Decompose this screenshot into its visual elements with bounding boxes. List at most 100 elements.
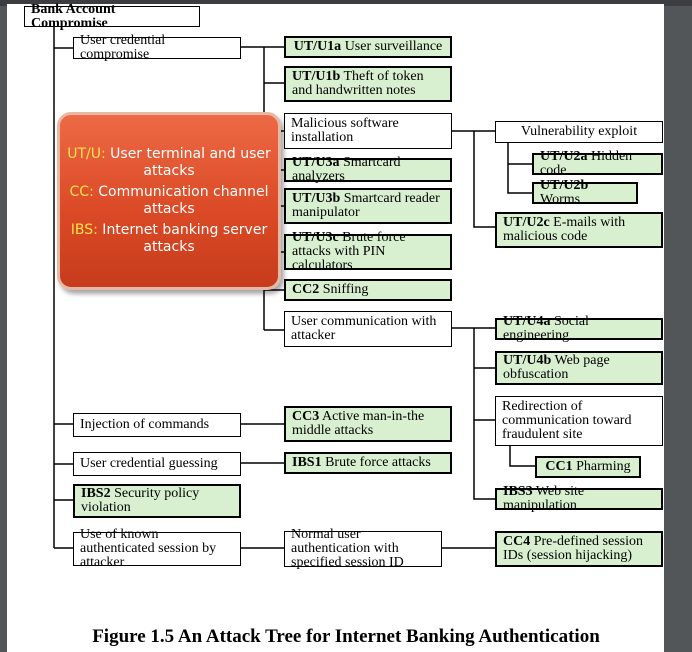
legend-entry-cc: CC: Communication channel attacks [60,184,278,218]
node-code: UT/U3b [292,191,341,206]
node-text: Social engineering [503,314,589,343]
node-ut-u4b: UT/U4b Web page obfuscation [495,351,663,385]
node-code: UT/U2a [540,149,588,164]
node-label: CC3 Active man-in-the middle attacks [292,410,444,438]
node-injection: Injection of commands [73,413,241,437]
legend-text: Internet banking server attacks [97,222,268,255]
legend-abbr: IBS: [70,222,98,238]
node-label: UT/U3a Smartcard analyzers [292,156,444,184]
node-cred-guessing: User credential guessing [73,452,241,476]
node-code: UT/U4a [503,314,551,329]
viewer-toolbar-strip [0,0,692,6]
node-text: Theft of token and handwritten notes [292,69,424,98]
node-code: UT/U2b [540,178,589,193]
legend-entry-ut: UT/U: User terminal and user attacks [60,146,278,180]
node-normal-auth: Normal user authentication with specifie… [284,527,442,570]
node-text: Web site manipulation [503,484,585,513]
node-text: Web page obfuscation [503,353,610,382]
node-ibs2: IBS2 Security policy violation [73,484,241,518]
node-text: User surveillance [341,39,443,54]
legend-text: Communication channel attacks [93,184,269,217]
node-text: Brute force attacks [321,455,431,470]
node-cc2: CC2 Sniffing [284,279,452,301]
node-label: IBS2 Security policy violation [81,487,233,515]
node-cc3: CC3 Active man-in-the middle attacks [284,406,452,442]
legend-text: User terminal and user attacks [105,146,271,179]
node-text: Active man-in-the middle attacks [292,409,425,438]
node-text: Sniffing [319,282,369,297]
node-cc4: CC4 Pre-defined session IDs (session hij… [495,531,663,567]
node-label: UT/U2b Worms [540,179,630,207]
node-label: User credential guessing [80,456,218,471]
figure-caption: Figure 1.5 An Attack Tree for Internet B… [92,626,600,647]
node-code: UT/U1b [292,69,341,84]
node-text: Brute force attacks with PIN calculators [292,230,406,273]
legend-abbr: CC: [69,184,94,200]
legend-abbr: UT/U: [67,146,106,162]
node-code: CC4 [503,534,531,549]
node-known-session: Use of known authenticated session by at… [73,528,241,570]
node-code: IBS1 [292,455,322,470]
root-node: Bank Account Compromise [24,2,200,30]
node-text: Smartcard analyzers [292,155,401,184]
node-text: Pre-defined session IDs (session hijacki… [503,534,643,563]
node-text: Smartcard reader manipulator [292,191,440,220]
connector-usercomm-trunk [473,328,495,500]
node-label: Malicious software installation [291,116,399,145]
node-label: Vulnerability exploit [520,124,638,139]
node-label: Injection of commands [80,417,210,432]
node-ibs3: IBS3 Web site manipulation [495,485,663,513]
node-code: UT/U4b [503,353,552,368]
node-ut-u1b: UT/U1b Theft of token and handwritten no… [284,66,452,102]
node-ut-u2a: UT/U2a Hidden code [532,150,663,178]
node-ut-u2c: UT/U2c E-mails with malicious code [495,212,663,248]
legend-box: UT/U: User terminal and user attacks CC:… [57,112,281,290]
node-label: IBS3 Web site manipulation [503,485,655,513]
node-malware: Malicious software installation [284,113,452,149]
node-ut-u4a: UT/U4a Social engineering [495,315,663,343]
node-label: UT/U4b Web page obfuscation [503,354,655,382]
node-code: IBS3 [503,484,533,499]
node-label: User communication with attacker [291,314,437,343]
node-label: IBS1 Brute force attacks [292,456,431,470]
node-code: CC1 [545,459,573,474]
node-text: Worms [540,192,581,207]
node-label: UT/U1a User surveillance [294,40,443,54]
node-label: UT/U4a Social engineering [503,315,655,343]
node-code: IBS2 [81,486,111,501]
node-label: UT/U2a Hidden code [540,150,655,178]
node-label: UT/U3b Smartcard reader manipulator [292,192,444,220]
connector-l1 [54,47,73,549]
node-cred-compromise: User credential compromise [73,33,241,62]
legend-entry-ibs: IBS: Internet banking server attacks [60,222,278,256]
node-ut-u3a: UT/U3a Smartcard analyzers [284,156,452,184]
node-ut-u2b: UT/U2b Worms [532,179,638,207]
node-text: Hidden code [540,149,633,178]
node-code: UT/U3a [292,155,340,170]
node-text: E-mails with malicious code [503,215,626,244]
node-ibs1: IBS1 Brute force attacks [284,452,452,474]
node-label: Redirection of communication toward frau… [502,399,632,442]
node-text: Pharming [572,459,631,474]
node-user-communication: User communication with attacker [284,311,452,347]
node-ut-u3b: UT/U3b Smartcard reader manipulator [284,188,452,224]
node-label: User credential compromise [80,33,166,62]
node-label: UT/U3c Brute force attacks with PIN calc… [292,231,444,273]
node-label: CC4 Pre-defined session IDs (session hij… [503,535,655,563]
connector-malware-trunk [473,131,495,228]
node-code: UT/U3c [292,230,339,245]
connector-vuln [507,142,532,194]
node-ut-u1a: UT/U1a User surveillance [284,36,452,58]
node-code: CC3 [292,409,320,424]
node-text: Security policy violation [81,486,200,515]
connector-redir [509,446,535,467]
node-label: CC2 Sniffing [292,283,368,297]
root-label: Bank Account Compromise [31,1,116,31]
node-label: Normal user authentication with specifie… [291,527,404,570]
node-label: UT/U1b Theft of token and handwritten no… [292,70,444,98]
node-redirection: Redirection of communication toward frau… [495,396,663,446]
node-label: CC1 Pharming [545,460,630,474]
node-label: Use of known authenticated session by at… [80,527,217,570]
node-code: UT/U1a [293,39,342,54]
